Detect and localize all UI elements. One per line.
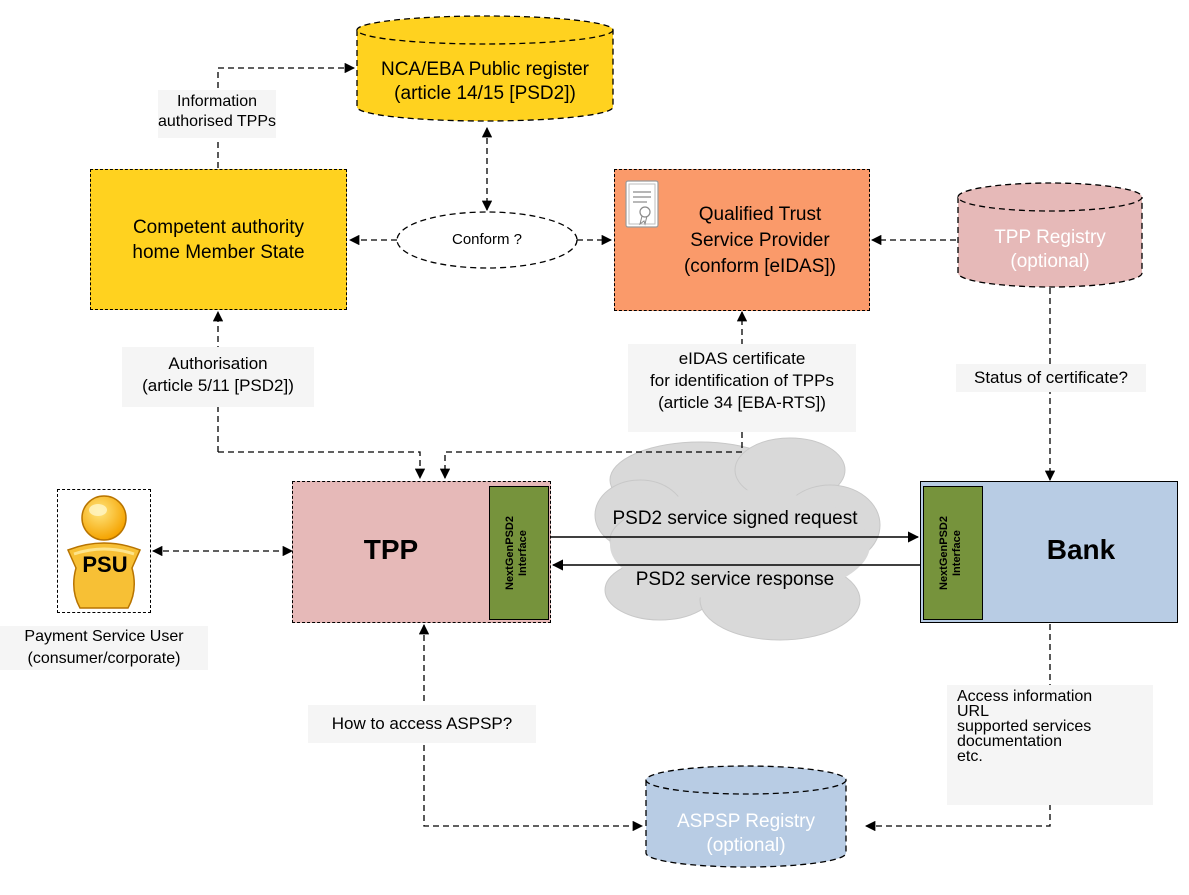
eidas-line2: for identification of TPPs: [650, 371, 834, 390]
qtsp-box: Qualified Trust Service Provider (confor…: [614, 169, 870, 311]
tpp-interface-line1: NextGenPSD2: [504, 516, 516, 590]
authorisation-line1: Authorisation: [168, 354, 268, 373]
bank-interface: NextGenPSD2 Interface: [923, 486, 983, 620]
authorisation-line2: (article 5/11 [PSD2]): [142, 376, 294, 395]
psu-figure: PSU: [57, 489, 151, 613]
status-label: Status of certificate?: [956, 364, 1146, 392]
access-info-line4: documentation: [957, 733, 1062, 750]
eidas-label: eIDAS certificate for identification of …: [628, 344, 856, 432]
bank-label: Bank: [1046, 534, 1116, 565]
eidas-line3: (article 34 [EBA-RTS]): [658, 393, 826, 412]
how-access-label: How to access ASPSP?: [308, 705, 536, 743]
request-label: PSD2 service signed request: [612, 508, 858, 529]
nca-register-cylinder: [356, 15, 614, 122]
qtsp-line1: Qualified Trust: [698, 204, 822, 225]
access-info-line5: etc.: [957, 748, 983, 765]
psu-caption-line2: (consumer/corporate): [27, 650, 181, 667]
tpp-registry-line1: TPP Registry: [994, 227, 1106, 248]
tpp-interface: NextGenPSD2 Interface: [489, 486, 549, 620]
tpp-registry-label: TPP Registry (optional): [958, 226, 1142, 274]
aspsp-registry-cylinder: [645, 765, 847, 868]
bank-interface-line1: NextGenPSD2: [938, 516, 950, 590]
psu-badge: PSU: [82, 552, 128, 577]
tpp-registry-line2: (optional): [1010, 251, 1090, 272]
competent-authority-box: Competent authority home Member State: [90, 169, 347, 310]
conform-label: Conform ?: [451, 231, 523, 248]
aspsp-registry-line1: ASPSP Registry: [677, 811, 815, 832]
access-info-label: Access information URL supported service…: [947, 685, 1153, 805]
aspsp-registry-label: ASPSP Registry (optional): [646, 810, 846, 858]
qtsp-line3: (conform [eIDAS]): [683, 256, 837, 277]
access-info-line2: URL: [957, 703, 990, 720]
competent-authority-line2: home Member State: [132, 241, 305, 263]
person-icon: [66, 495, 142, 609]
access-info-line3: supported services: [957, 718, 1092, 735]
psu-caption-line1: Payment Service User: [24, 628, 184, 645]
bank-interface-line2: Interface: [951, 530, 963, 576]
access-info-line1: Access information: [957, 688, 1093, 705]
information-line2: authorised TPPs: [158, 113, 276, 130]
response-label: PSD2 service response: [635, 569, 835, 590]
tpp-interface-line2: Interface: [517, 530, 529, 576]
nca-register-label: NCA/EBA Public register (article 14/15 […: [357, 58, 613, 106]
authorisation-label: Authorisation (article 5/11 [PSD2]): [122, 347, 314, 407]
certificate-icon: [625, 180, 659, 230]
tpp-label: TPP: [363, 534, 419, 565]
nca-register-line1: NCA/EBA Public register: [380, 59, 590, 80]
competent-authority-line1: Competent authority: [132, 216, 305, 238]
tpp-box: TPP NextGenPSD2 Interface: [292, 481, 551, 623]
qtsp-line2: Service Provider: [690, 230, 830, 251]
tpp-registry-cylinder: [957, 182, 1143, 288]
eidas-line1: eIDAS certificate: [678, 349, 806, 368]
information-line1: Information: [176, 93, 258, 110]
aspsp-registry-line2: (optional): [706, 835, 786, 856]
information-label: Information authorised TPPs: [158, 90, 276, 138]
psu-caption: Payment Service User (consumer/corporate…: [0, 626, 208, 670]
bank-box: NextGenPSD2 Interface Bank: [920, 481, 1178, 623]
nca-register-line2: (article 14/15 [PSD2]): [394, 83, 576, 104]
